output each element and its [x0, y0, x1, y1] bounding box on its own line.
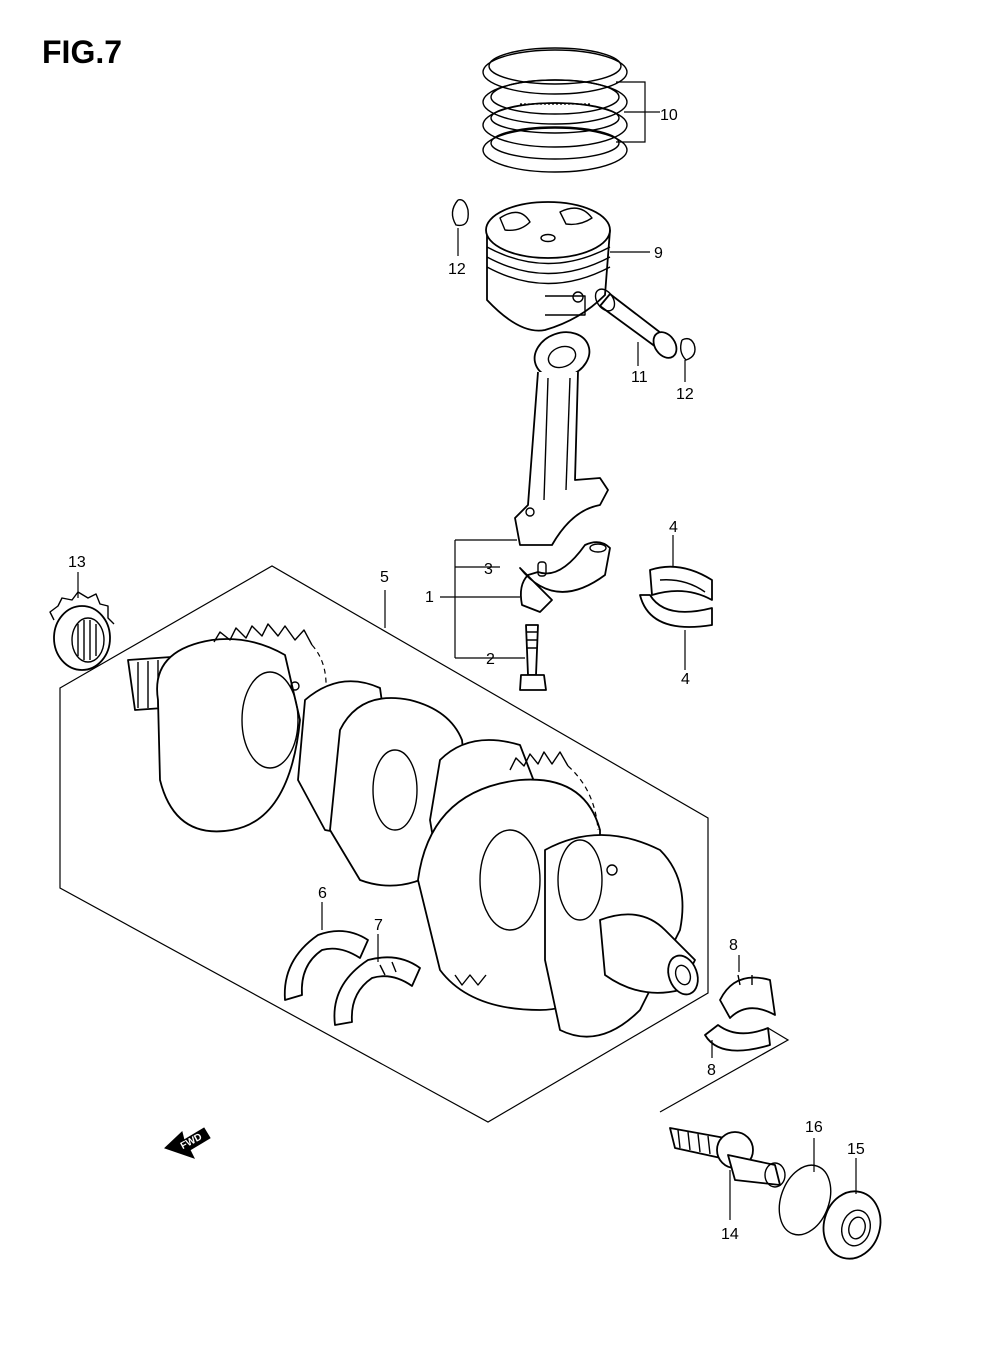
callout-5: 5 — [380, 569, 389, 586]
callout-14: 14 — [721, 1226, 739, 1243]
callout-2: 2 — [486, 651, 495, 668]
piston-pin-circlip-left — [451, 199, 469, 256]
snap-ring — [778, 1138, 832, 1236]
callout-15: 15 — [847, 1141, 865, 1158]
callout-4-top: 4 — [669, 519, 678, 536]
conrod-bearing-pair — [639, 535, 713, 670]
forward-direction-arrow: FWD — [164, 1127, 211, 1159]
callout-12-left: 12 — [448, 261, 466, 278]
oil-seal — [822, 1158, 882, 1260]
piston-pin-circlip-right — [679, 337, 696, 382]
callout-7: 7 — [374, 917, 383, 934]
callout-13: 13 — [68, 554, 86, 571]
callout-9: 9 — [654, 245, 663, 262]
callout-8-top: 8 — [729, 937, 738, 954]
callout-12-right: 12 — [676, 386, 694, 403]
callout-10: 10 — [660, 107, 678, 124]
callout-3: 3 — [484, 561, 493, 578]
crankshaft-end-bolt — [669, 1127, 786, 1220]
piston-pin — [594, 288, 678, 366]
crankshaft-assembly-outline — [59, 565, 709, 1123]
callout-16: 16 — [805, 1119, 823, 1136]
connecting-rod — [440, 331, 611, 691]
piston-ring-set — [482, 47, 660, 173]
crank-timing-gear — [49, 572, 115, 671]
thrust-washer-6 — [283, 902, 369, 1001]
callout-11: 11 — [631, 369, 648, 386]
callout-6: 6 — [318, 885, 327, 902]
figure-title: FIG.7 — [42, 34, 123, 70]
thrust-washer-7 — [333, 934, 421, 1026]
piston — [485, 201, 650, 332]
crankshaft — [127, 623, 699, 1038]
callout-4-bottom: 4 — [681, 671, 690, 688]
main-bearing-pair — [659, 955, 790, 1113]
callout-1: 1 — [425, 589, 434, 606]
callout-8-bottom: 8 — [707, 1062, 716, 1079]
